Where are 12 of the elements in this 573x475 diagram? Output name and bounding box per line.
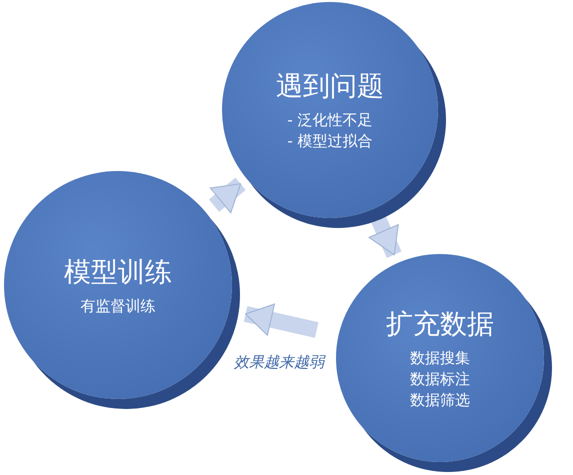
- circle-item: 有监督训练: [80, 296, 156, 316]
- circle-item: - 泛化性不足: [287, 110, 373, 131]
- circle-item: 数据筛选: [410, 390, 470, 410]
- circle-title: 扩充数据: [386, 308, 494, 342]
- circle-title: 模型训练: [64, 256, 172, 290]
- circle-item: - 模型过拟合: [287, 131, 373, 152]
- circle-item: 数据标注: [410, 368, 470, 390]
- circle-item: 数据搜集: [410, 348, 470, 368]
- block-arrow: [208, 178, 246, 214]
- circle-title: 遇到问题: [276, 70, 384, 104]
- block-arrow: [368, 216, 402, 258]
- block-arrow: [244, 304, 318, 338]
